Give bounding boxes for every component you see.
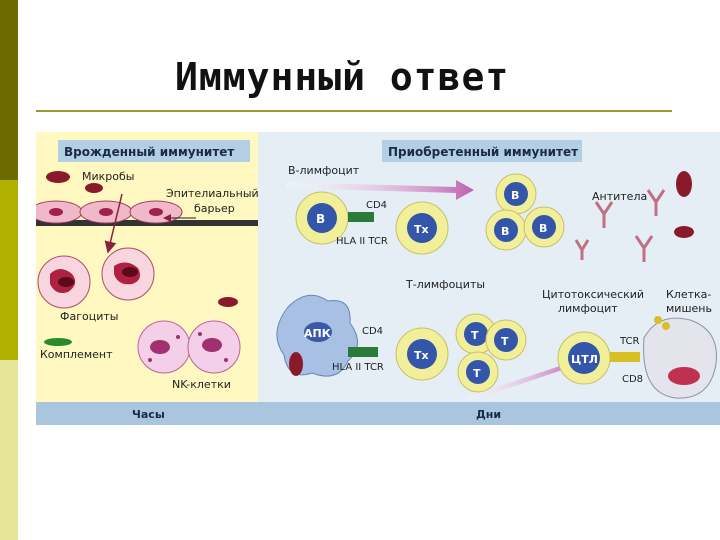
b-cell-cluster bbox=[485, 173, 565, 251]
adaptive-header-box bbox=[382, 140, 582, 162]
sidebar-band-light bbox=[0, 360, 18, 540]
b-activation-arrow bbox=[286, 180, 474, 200]
ctl-label-2: лимфоцит bbox=[558, 302, 618, 315]
b-cell-circle bbox=[295, 191, 349, 245]
target-label-1: Клетка- bbox=[666, 288, 711, 301]
barrier-line bbox=[36, 220, 258, 226]
slide-title: Иммунный ответ bbox=[175, 55, 510, 99]
t-activation-arrow bbox=[466, 358, 581, 402]
microbe-icon bbox=[46, 171, 70, 183]
microbe-icon bbox=[85, 183, 103, 193]
microbes-label: Микробы bbox=[82, 170, 134, 183]
b-lymphocyte-label: В-лимфоцит bbox=[288, 164, 360, 177]
innate-header: Врожденный иммунитет bbox=[64, 145, 234, 159]
t-cell-label: T bbox=[501, 335, 509, 348]
ctl-label-1: Цитотоксический bbox=[542, 288, 644, 301]
sidebar-band-mid bbox=[0, 180, 18, 360]
nk-cells bbox=[137, 320, 241, 374]
th-cell-label: Тх bbox=[414, 349, 429, 362]
hla-tcr-label: HLA II TCR bbox=[336, 236, 388, 247]
sidebar-band-dark bbox=[0, 0, 18, 180]
immune-diagram-svg: Врожденный иммунитет Приобретенный иммун… bbox=[29, 132, 720, 425]
antibody-icons bbox=[574, 189, 666, 262]
slide-sidebar bbox=[0, 0, 18, 540]
days-label: Дни bbox=[476, 408, 501, 421]
phagocytes-label: Фагоциты bbox=[60, 310, 118, 323]
apc-tcr-bridge bbox=[348, 347, 378, 357]
b-cell-label: B bbox=[316, 212, 325, 226]
immune-response-figure: Врожденный иммунитет Приобретенный иммун… bbox=[29, 132, 720, 425]
complement-label: Комплемент bbox=[40, 348, 113, 361]
antibodies-label: Антитела bbox=[592, 190, 647, 203]
phagocyte-cells bbox=[37, 247, 155, 309]
b-cell-label: B bbox=[511, 189, 519, 202]
target-label-2: мишень bbox=[666, 302, 712, 315]
apc-cell bbox=[276, 294, 358, 377]
ctl-target-bridge bbox=[610, 352, 640, 362]
cd4-label: CD4 bbox=[362, 326, 383, 337]
epithelial-label-2: барьер bbox=[194, 202, 235, 215]
title-rule bbox=[36, 110, 672, 112]
t-cell-cluster bbox=[455, 313, 527, 393]
target-cell bbox=[643, 316, 717, 399]
ctl-cell-label: ЦТЛ bbox=[571, 353, 598, 366]
microbe-icon bbox=[218, 297, 238, 307]
apc-label: АПК bbox=[304, 327, 331, 340]
nk-cells-label: NK-клетки bbox=[172, 378, 231, 391]
t-cell-label: T bbox=[473, 367, 481, 380]
complement-icon bbox=[44, 338, 72, 346]
hla-tcr-label: HLA II TCR bbox=[332, 362, 384, 373]
cd8-label: CD8 bbox=[622, 374, 643, 385]
t-lymphocytes-label: Т-лимфоциты bbox=[405, 278, 485, 291]
adaptive-header: Приобретенный иммунитет bbox=[388, 145, 578, 159]
epithelial-label-1: Эпителиальный bbox=[166, 187, 259, 200]
th-cell-circle bbox=[395, 327, 449, 381]
microbe-icon bbox=[676, 171, 692, 197]
th-cell-label: Тх bbox=[414, 223, 429, 236]
cd4-label: CD4 bbox=[366, 200, 387, 211]
b-cell-label: B bbox=[539, 222, 547, 235]
timeline-bar bbox=[36, 402, 720, 425]
th-cell-circle bbox=[395, 201, 449, 255]
ctl-cell bbox=[557, 331, 611, 385]
hla-tcr-bridge bbox=[348, 212, 374, 222]
b-cell-label: B bbox=[501, 225, 509, 238]
innate-header-box bbox=[58, 140, 250, 162]
epithelial-cells bbox=[29, 200, 183, 224]
microbe-icon bbox=[674, 226, 694, 238]
t-cell-label: T bbox=[471, 329, 479, 342]
microbe-entry-arrow bbox=[104, 193, 123, 254]
hours-label: Часы bbox=[132, 408, 165, 421]
